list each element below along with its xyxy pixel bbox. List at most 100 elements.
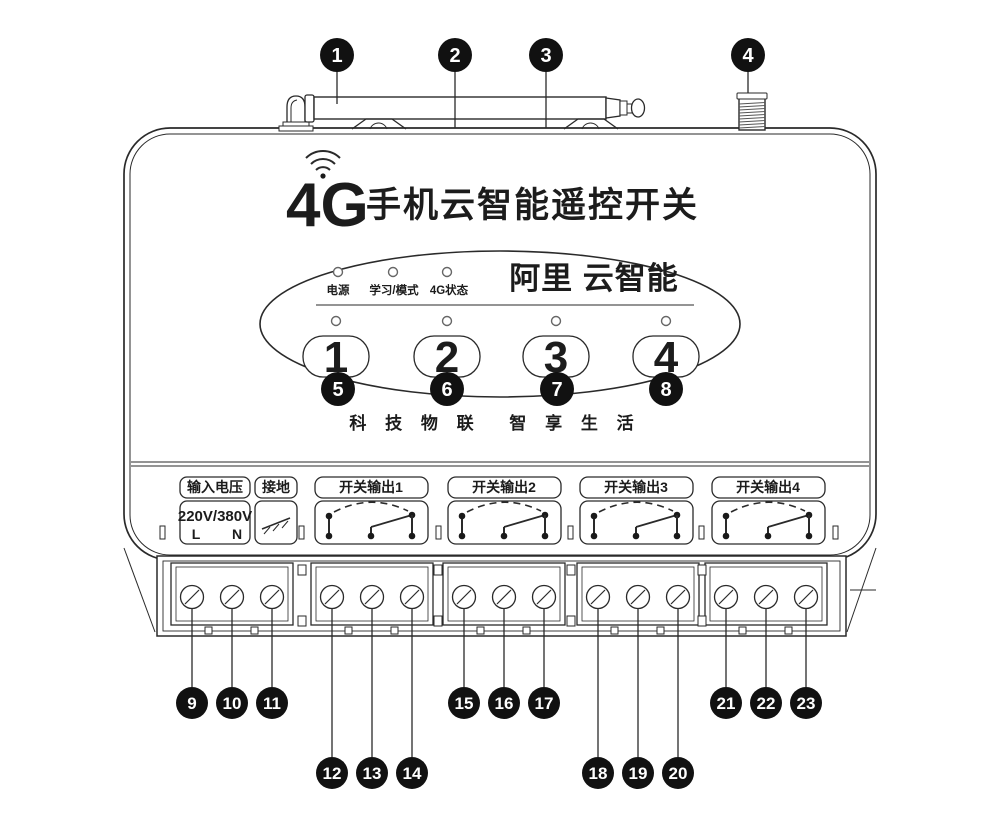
callout-number: 21	[717, 694, 736, 713]
brand-text: 阿里 云智能	[509, 261, 679, 296]
relay-contact-icon	[325, 501, 416, 540]
ground-icon	[261, 517, 291, 535]
callout-number: 6	[441, 379, 452, 401]
terminal-screw	[665, 584, 691, 610]
output-3-label-box	[579, 476, 694, 499]
callout-21: 21	[710, 687, 742, 719]
relay-contact-icon	[590, 501, 681, 540]
antenna	[278, 94, 646, 132]
callout-4: 4	[731, 38, 765, 72]
terminal-screw	[491, 584, 517, 610]
voltage-rating: 220V/380V	[178, 508, 252, 525]
callout-13: 13	[356, 757, 388, 789]
callout-20: 20	[662, 757, 694, 789]
callout-circle	[540, 372, 574, 406]
antenna-tip-segment	[619, 100, 628, 116]
terminal-screws	[179, 584, 819, 610]
callout-11: 11	[256, 687, 288, 719]
live-terminal-label: L	[192, 526, 201, 542]
callout-22: 22	[750, 687, 782, 719]
callout-15: 15	[448, 687, 480, 719]
terminal-screw	[625, 584, 651, 610]
callout-circle	[649, 372, 683, 406]
stud-cap	[736, 92, 768, 100]
case-inner-outline	[129, 133, 871, 556]
output-2-label-box	[447, 476, 562, 499]
antenna-tip-knob	[630, 98, 646, 118]
terminal-screw	[219, 584, 245, 610]
input-voltage-label: 输入电压	[187, 479, 243, 495]
callout-8: 8	[649, 372, 683, 406]
output-3-box	[579, 500, 694, 545]
callout-10: 10	[216, 687, 248, 719]
callout-5: 5	[321, 372, 355, 406]
4g-status-led	[441, 266, 453, 278]
callout-leader-lines-top	[336, 71, 749, 128]
callout-number: 20	[669, 764, 688, 783]
output-4-label: 开关输出4	[736, 479, 800, 495]
callout-6: 6	[430, 372, 464, 406]
terminal-screw	[179, 584, 205, 610]
callout-18: 18	[582, 757, 614, 789]
callout-17: 17	[528, 687, 560, 719]
callout-circle	[438, 38, 472, 72]
power-led	[332, 266, 344, 278]
terminal-screw	[319, 584, 345, 610]
callout-23: 23	[790, 687, 822, 719]
callout-number: 15	[455, 694, 474, 713]
title-text: 手机云智能遥控开关	[366, 186, 699, 225]
callout-1: 1	[320, 38, 354, 72]
callout-number: 19	[629, 764, 648, 783]
learn-mode-led-label: 学习/模式	[369, 283, 419, 297]
output-2-box	[447, 500, 562, 545]
antenna-elbow-inner	[290, 99, 298, 126]
callout-12: 12	[316, 757, 348, 789]
terminal-screw	[399, 584, 425, 610]
antenna-bracket	[304, 94, 315, 123]
input-voltage-box	[179, 500, 251, 545]
callout-number: 11	[263, 694, 281, 713]
control-panel: 电源 学习/模式 4G状态 阿里 云智能 1 2 3 4	[259, 250, 741, 398]
callout-number: 16	[495, 694, 514, 713]
callout-number: 2	[449, 45, 460, 67]
callout-leader-lines-bottom	[191, 606, 807, 757]
callout-circle	[430, 372, 464, 406]
product-title: 4G 手机云智能遥控开关	[286, 149, 699, 240]
callout-number: 13	[363, 764, 382, 783]
antenna-tip-segment	[605, 97, 621, 119]
antenna-rod	[313, 96, 607, 120]
terminal-screw	[713, 584, 739, 610]
output-1-label-box	[314, 476, 429, 499]
relay-contact-icon	[458, 501, 549, 540]
terminal-band-inner	[162, 560, 841, 632]
callout-number: 4	[742, 45, 754, 67]
callout-14: 14	[396, 757, 428, 789]
callout-number: 10	[223, 694, 242, 713]
terminal-band-hinges	[297, 564, 707, 627]
callout-number: 17	[535, 694, 554, 713]
callout-number: 12	[323, 764, 342, 783]
relay-contact-icon	[722, 501, 813, 540]
channel-2-led	[441, 315, 453, 327]
callout-number: 23	[797, 694, 816, 713]
output-2-label: 开关输出2	[472, 479, 536, 495]
terminal-screw	[359, 584, 385, 610]
callout-circle	[529, 38, 563, 72]
input-voltage-label-box	[179, 476, 251, 499]
callout-number: 9	[187, 694, 196, 713]
callout-number: 1	[331, 45, 342, 67]
terminal-screw	[259, 584, 285, 610]
learn-mode-led	[387, 266, 399, 278]
callout-circle	[320, 38, 354, 72]
slogan-right: 智 享 生 活	[509, 413, 640, 433]
callout-number: 7	[551, 379, 562, 401]
callout-19: 19	[622, 757, 654, 789]
terminal-screw	[531, 584, 557, 610]
output-1-label: 开关输出1	[339, 479, 403, 495]
callout-2: 2	[438, 38, 472, 72]
callout-7: 7	[540, 372, 574, 406]
channel-3-led	[550, 315, 562, 327]
channel-4-led	[660, 315, 672, 327]
